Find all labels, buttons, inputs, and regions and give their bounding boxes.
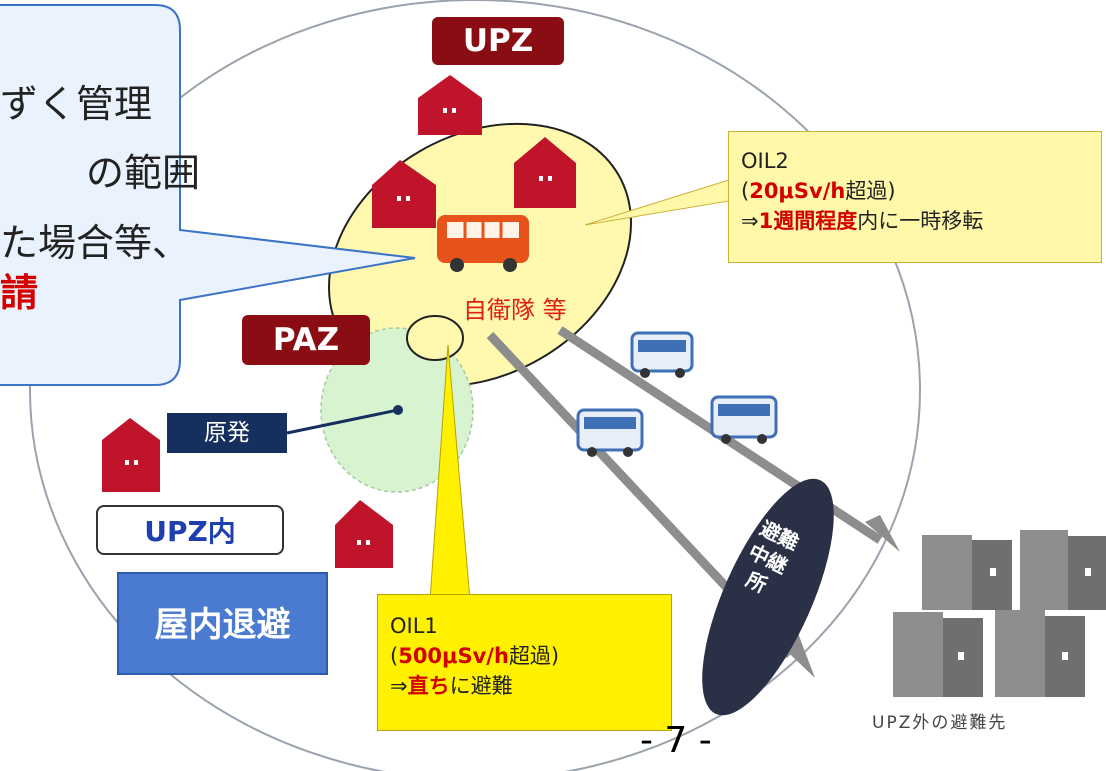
- blue-bus-icon: [576, 408, 644, 457]
- oil1-action: ⇒直ちに避難: [390, 674, 513, 698]
- house-window: [125, 108, 552, 545]
- relay-point-oval: [702, 478, 834, 716]
- oil1-zone-ellipse: [406, 315, 464, 361]
- page-number: - 7 -: [640, 720, 712, 761]
- callout-line-3: た場合等、: [0, 221, 191, 265]
- upz-label: UPZ: [432, 17, 564, 65]
- speech-callout-shape: [0, 4, 416, 386]
- orange-bus-icon: [437, 215, 529, 272]
- plant-label: 原発: [167, 413, 287, 453]
- plant-pointer-line: [286, 408, 399, 435]
- self-defense-label: 自衛隊 等: [463, 296, 567, 324]
- building-icon: [995, 610, 1085, 697]
- shelter-label: 屋内退避: [117, 572, 328, 675]
- building-icon: [1020, 530, 1106, 610]
- oil2-threshold: (20μSv/h超過): [741, 179, 896, 203]
- blue-bus-icon: [630, 331, 694, 378]
- house-icon: [102, 418, 160, 492]
- house-icon: [514, 137, 576, 208]
- building-icon: [922, 535, 1012, 610]
- callout-line-4: 請: [0, 271, 39, 315]
- callout-line-2: の範囲: [86, 151, 201, 195]
- blue-bus-icon: [710, 395, 778, 444]
- oil1-title: OIL1: [390, 614, 438, 638]
- building-icon: [893, 612, 983, 697]
- oil1-threshold: (500μSv/h超過): [390, 644, 560, 668]
- destination-label: UPZ外の避難先: [872, 713, 1008, 733]
- upz-inside-label: UPZ内: [96, 505, 284, 555]
- oil2-action: ⇒1週間程度内に一時移転: [741, 209, 984, 233]
- house-icon: [335, 500, 393, 568]
- house-icon: [418, 75, 482, 135]
- oil1-note: OIL1 (500μSv/h超過) ⇒直ちに避難: [377, 594, 672, 731]
- house-icon: [372, 160, 436, 228]
- upz-circle: [29, 0, 921, 771]
- oil2-title: OIL2: [741, 149, 789, 173]
- oil2-note: OIL2 (20μSv/h超過) ⇒1週間程度内に一時移転: [728, 131, 1102, 263]
- callout-line-1: ずく管理: [0, 82, 153, 126]
- plant-dot: [393, 405, 403, 415]
- paz-label: PAZ: [242, 315, 370, 365]
